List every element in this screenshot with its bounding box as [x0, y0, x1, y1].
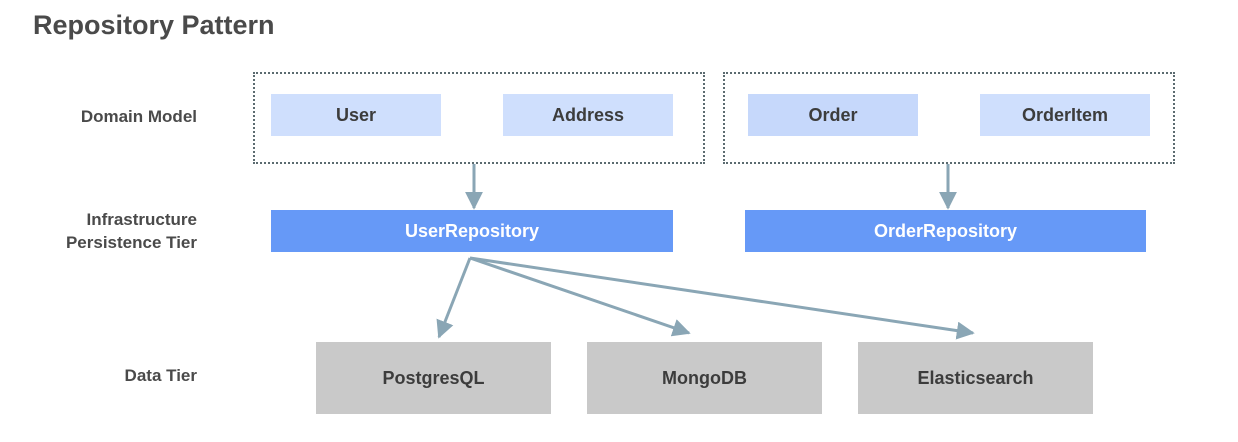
row-label-infrastructure: Infrastructure Persistence Tier — [65, 210, 197, 252]
arrow-user-repository-to-postgresql — [436, 257, 472, 339]
data-store-elasticsearch: Elasticsearch — [858, 342, 1093, 414]
domain-box-address: Address — [503, 94, 673, 136]
order-domain-group — [723, 72, 1175, 164]
page-title: Repository Pattern — [33, 10, 275, 40]
user-domain-group — [253, 72, 705, 164]
domain-box-user: User — [271, 94, 441, 136]
user-repository-box: UserRepository — [271, 210, 673, 252]
row-label-data-tier: Data Tier — [124, 366, 197, 385]
data-store-mongodb: MongoDB — [587, 342, 822, 414]
row-label-domain-model: Domain Model — [80, 107, 197, 126]
arrow-user-repository-to-mongodb — [469, 256, 691, 337]
data-store-postgresql: PostgresQL — [316, 342, 551, 414]
order-repository-box: OrderRepository — [745, 210, 1146, 252]
domain-box-order: Order — [748, 94, 918, 136]
arrow-user-repository-to-elasticsearch — [469, 256, 975, 340]
domain-box-orderitem: OrderItem — [980, 94, 1150, 136]
